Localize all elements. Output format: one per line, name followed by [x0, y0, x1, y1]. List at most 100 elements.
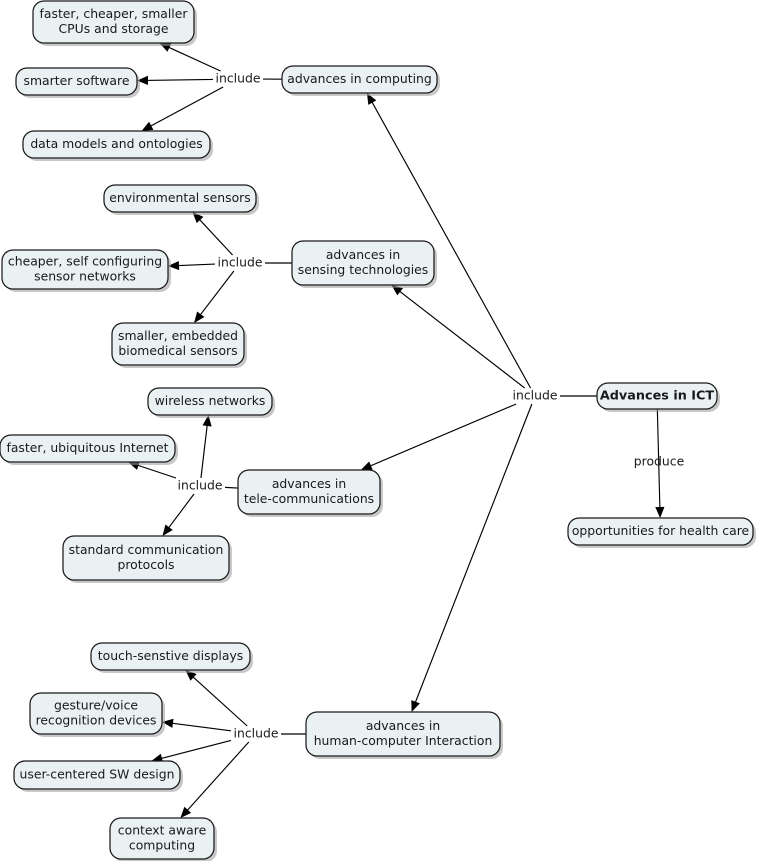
node-usercentered[interactable]: user-centered SW design — [13, 760, 183, 792]
node-box[interactable] — [0, 434, 176, 463]
node-touch[interactable]: touch-senstive displays — [90, 642, 253, 673]
edge-hci-hub-to-contextaware — [180, 741, 250, 818]
node-box[interactable] — [596, 382, 718, 410]
node-label: advances in — [366, 718, 440, 733]
edge-hub-to-sensing — [391, 285, 526, 389]
node-computing[interactable]: advances in computing — [281, 65, 440, 96]
node-label: wireless networks — [155, 393, 266, 408]
node-label: smarter software — [24, 73, 130, 88]
node-box[interactable] — [109, 817, 215, 860]
node-box[interactable] — [32, 0, 195, 44]
node-ontologies[interactable]: data models and ontologies — [22, 130, 213, 161]
edge-layer — [128, 43, 665, 818]
edge-hci-hub-to-usercentered — [151, 739, 232, 763]
node-box[interactable] — [237, 469, 381, 515]
node-label: context aware — [118, 823, 206, 838]
edge-hub-to-telecom — [360, 403, 517, 470]
node-label: faster, ubiquitous Internet — [6, 440, 168, 455]
node-label: smaller, embedded — [118, 328, 238, 343]
node-box[interactable] — [1, 249, 169, 290]
node-label: cheaper, self configuring — [8, 254, 162, 269]
node-root[interactable]: Advances in ICT — [596, 382, 720, 412]
node-box[interactable] — [111, 322, 245, 366]
node-label: tele-communications — [244, 491, 374, 506]
edge-line — [197, 217, 233, 256]
node-wireless[interactable]: wireless networks — [147, 387, 275, 418]
node-box[interactable] — [29, 692, 163, 735]
node-box[interactable] — [103, 184, 257, 213]
node-label: environmental sensors — [109, 190, 250, 205]
edge-line — [169, 722, 232, 732]
node-label: data models and ontologies — [30, 136, 202, 151]
node-box[interactable] — [147, 387, 273, 416]
edge-arrowhead — [137, 75, 149, 85]
edge-arrowhead — [168, 260, 180, 271]
node-envsensors[interactable]: environmental sensors — [103, 184, 259, 215]
node-label: Advances in ICT — [600, 389, 715, 404]
node-box[interactable] — [281, 65, 438, 94]
edge-line — [656, 408, 661, 511]
node-label: advances in — [326, 247, 400, 262]
edge-root-to-opportunities — [655, 408, 665, 518]
edge-computing-hub-to-ontologies — [141, 86, 224, 131]
node-box[interactable] — [567, 517, 754, 546]
edge-arrowhead — [180, 806, 192, 818]
node-box[interactable] — [291, 240, 435, 286]
node-label: advances in computing — [287, 71, 432, 86]
edge-computing-hub-to-software — [137, 75, 213, 85]
edge-line — [166, 45, 221, 72]
node-label: recognition devices — [36, 713, 157, 728]
link-label-hub-telecom: include — [178, 478, 223, 493]
link-label-produce: produce — [634, 454, 684, 469]
node-box[interactable] — [62, 535, 230, 581]
edge-sensing-hub-to-sensornets — [168, 260, 215, 271]
node-label: protocols — [118, 557, 175, 572]
node-internet[interactable]: faster, ubiquitous Internet — [0, 434, 178, 465]
node-box[interactable] — [13, 760, 181, 790]
node-label: CPUs and storage — [59, 21, 169, 36]
node-opportunities[interactable]: opportunities for health care — [567, 517, 756, 548]
edge-line — [148, 86, 224, 128]
edge-telecom-hub-to-wireless — [200, 415, 212, 479]
edge-sensing-hub-to-envsensors — [192, 212, 233, 256]
node-label: computing — [129, 838, 195, 853]
node-label: biomedical sensors — [118, 343, 237, 358]
node-box[interactable] — [15, 67, 138, 96]
link-label-hub-hci: include — [234, 726, 279, 741]
edge-line — [190, 674, 248, 727]
node-label: sensor networks — [34, 269, 136, 284]
edge-line — [158, 739, 232, 760]
node-software[interactable]: smarter software — [15, 67, 140, 98]
edge-arrowhead — [202, 415, 212, 427]
edge-line — [135, 463, 177, 479]
node-box[interactable] — [90, 642, 251, 671]
edge-hub-to-hci — [411, 403, 533, 712]
edge-telecom-to-hub — [225, 486, 239, 489]
node-label: user-centered SW design — [20, 767, 175, 782]
edge-line — [413, 403, 533, 705]
edge-line — [144, 78, 213, 82]
edge-hci-hub-to-touch — [185, 670, 248, 727]
edge-line — [175, 263, 215, 267]
node-label: human-computer Interaction — [314, 733, 493, 748]
node-label: sensing technologies — [298, 262, 428, 277]
node-box[interactable] — [305, 711, 501, 757]
edge-sensing-hub-to-biomedical — [194, 270, 235, 323]
edge-telecom-hub-to-protocols — [162, 493, 195, 536]
link-label-hub-sensing: include — [218, 255, 263, 270]
edge-line — [166, 493, 195, 531]
node-box[interactable] — [22, 130, 211, 159]
edge-arrowhead — [162, 718, 174, 728]
